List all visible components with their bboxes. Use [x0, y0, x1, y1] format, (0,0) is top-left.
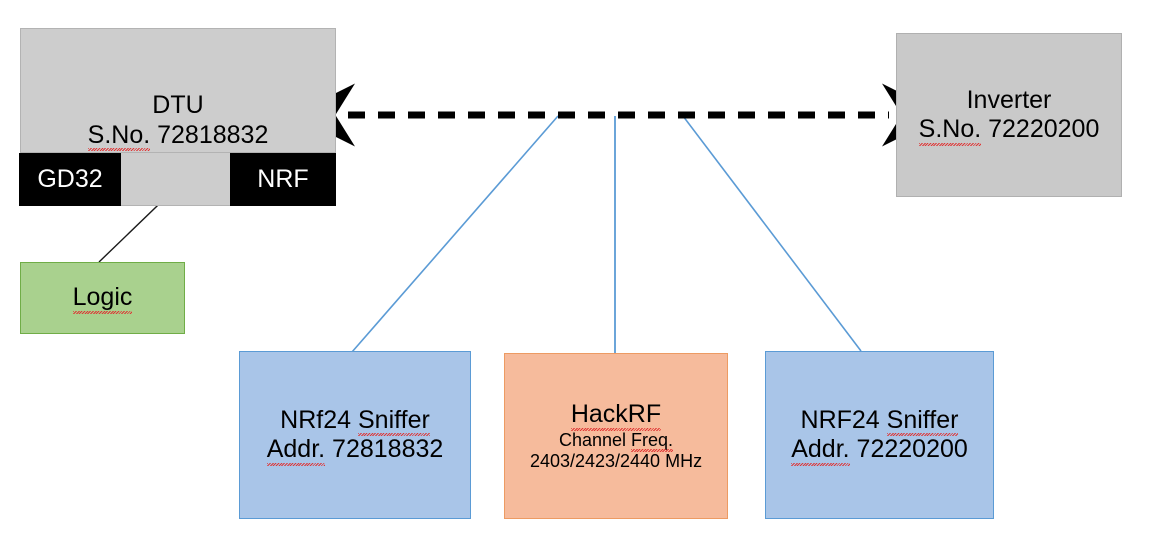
sniffer-left-title-word1: NRf24 [280, 405, 352, 434]
dtu-serial-number-wrap: 72818832 [150, 121, 268, 149]
sniffer-right-title-word2: Sniffer [886, 405, 959, 436]
hackrf-frequencies: 2403/2423/2440 MHz [529, 450, 703, 471]
node-sniffer-left[interactable]: NRf24 Sniffer Addr. 72818832 [239, 351, 471, 519]
hackrf-title: HackRF [570, 400, 662, 431]
node-logic-analyzer[interactable]: Logic [20, 262, 185, 334]
sniffer-right-title-word1: NRF24 [800, 405, 880, 434]
sniffer-left-title-word2: Sniffer [358, 405, 430, 436]
sniffer-right-addr-value: 72220200 [856, 435, 968, 463]
hackrf-subtitle-word2: Freq. [631, 429, 674, 452]
hackrf-subtitle-word1: Channel [558, 429, 627, 450]
inverter-title: Inverter [966, 85, 1052, 114]
inverter-serial-number: 72220200 [988, 115, 1100, 143]
dtu-serial-prefix: S.No. [87, 120, 151, 151]
dtu-title: DTU [152, 91, 204, 119]
inverter-serial-prefix: S.No. [918, 115, 982, 145]
node-dtu[interactable]: DTU S.No. 72818832 [20, 28, 336, 153]
logic-label: Logic [72, 283, 133, 314]
dtu-serial-number: 72818832 [157, 120, 269, 149]
sniffer-left-addr-prefix: Addr. [266, 435, 326, 465]
sniffer-right-title: NRF24 Sniffer [800, 405, 959, 436]
node-hackrf[interactable]: HackRF Channel Freq. 2403/2423/2440 MHz [504, 353, 728, 519]
sniffer-right-addr-prefix: Addr. [791, 435, 850, 465]
inverter-serial: S.No. 72220200 [918, 115, 1100, 145]
sniffer-right-addr: Addr. 72220200 [791, 435, 968, 465]
dtu-serial: S.No. 72818832 [87, 120, 268, 151]
sniffer-left-addr: Addr. 72818832 [266, 435, 444, 465]
sniffer-left-title: NRf24 Sniffer [280, 406, 430, 436]
chip-gd32[interactable]: GD32 [19, 153, 121, 206]
node-inverter[interactable]: Inverter S.No. 72220200 [896, 33, 1122, 197]
chip-nrf[interactable]: NRF [230, 153, 336, 206]
node-sniffer-right[interactable]: NRF24 Sniffer Addr. 72220200 [765, 351, 994, 519]
connector-sniffer-left [351, 115, 559, 353]
chip-gd32-label: GD32 [37, 165, 103, 193]
sniffer-left-addr-value: 72818832 [332, 435, 444, 463]
chip-nrf-label: NRF [257, 165, 309, 193]
connector-sniffer-right [682, 115, 862, 352]
hackrf-title-label: HackRF [570, 400, 662, 431]
hackrf-subtitle: Channel Freq. [558, 429, 674, 452]
